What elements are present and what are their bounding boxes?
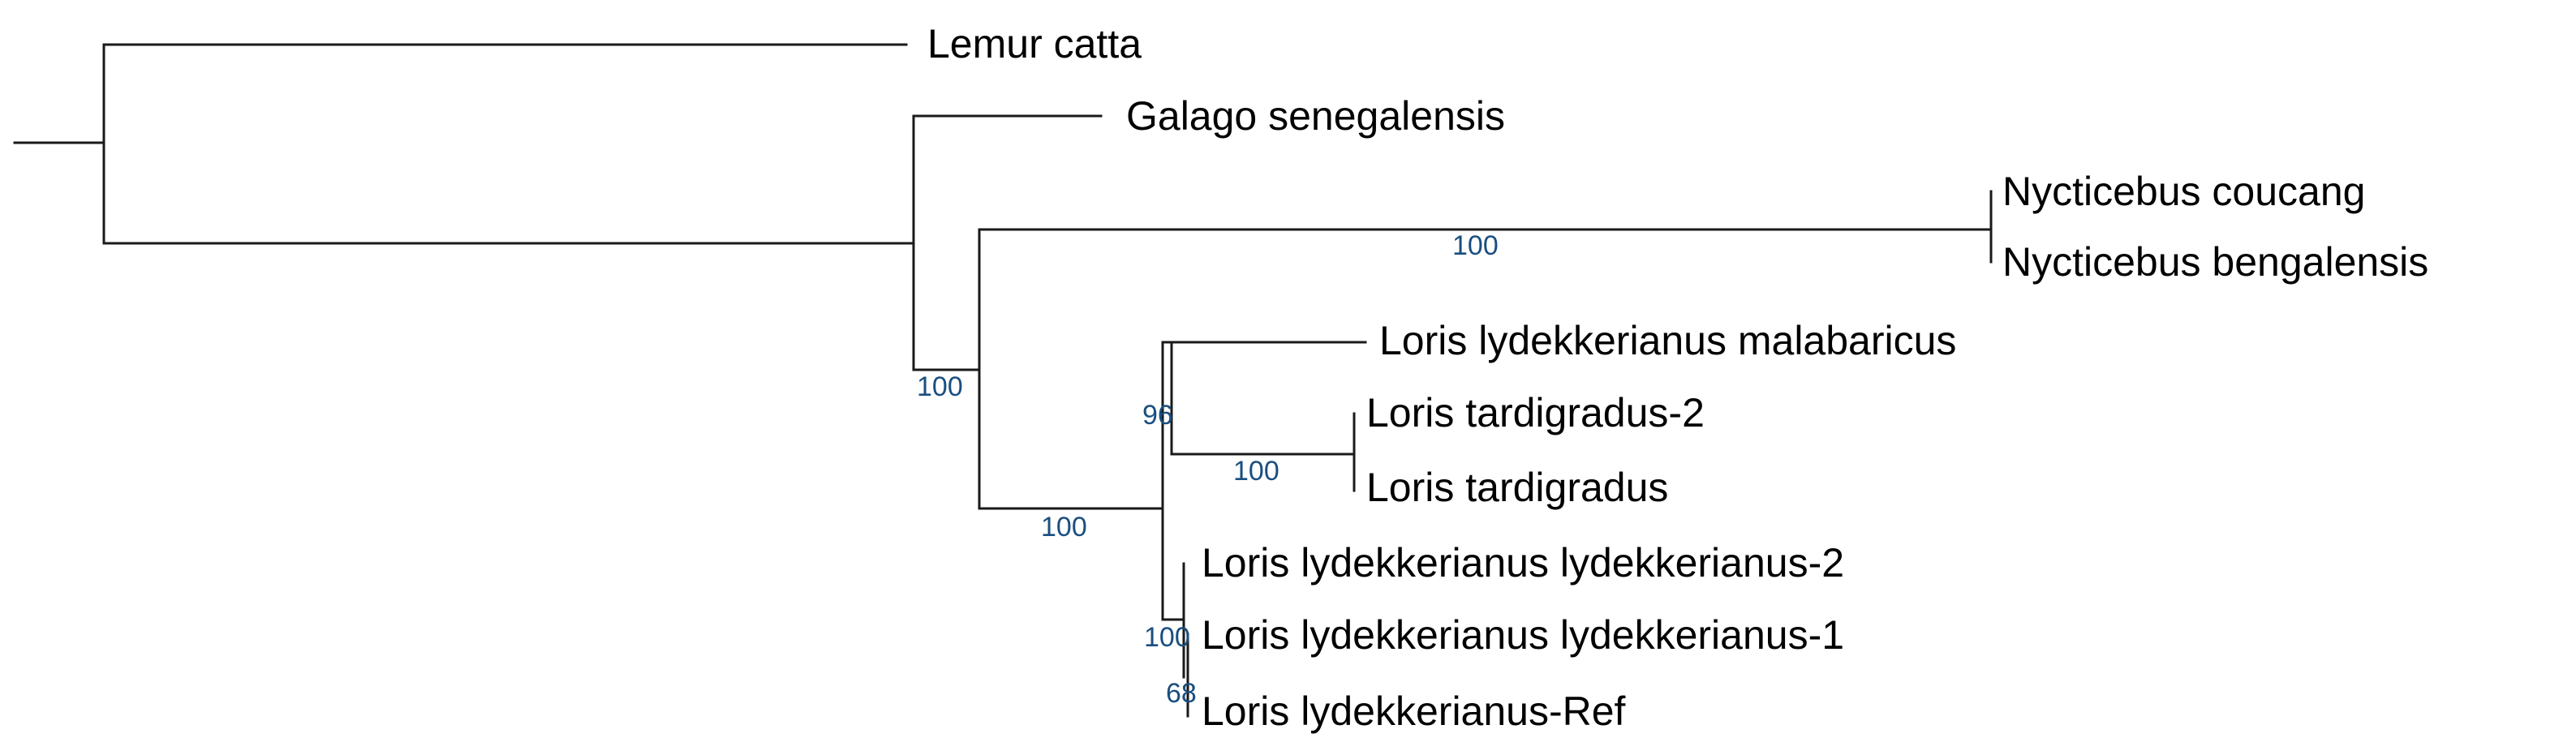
taxon-label: Nycticebus bengalensis bbox=[2002, 239, 2428, 285]
bootstrap-value: 100 bbox=[917, 371, 963, 402]
bootstrap-value: 100 bbox=[1452, 230, 1499, 261]
taxon-label: Galago senegalensis bbox=[1126, 93, 1505, 139]
taxon-labels: Lemur catta Galago senegalensis Nycticeb… bbox=[927, 21, 2428, 734]
bootstrap-value: 100 bbox=[1041, 512, 1087, 543]
bootstrap-value: 68 bbox=[1166, 678, 1197, 709]
taxon-label: Loris lydekkerianus lydekkerianus-1 bbox=[1202, 612, 1844, 658]
taxon-label: Nycticebus coucang bbox=[2002, 169, 2365, 214]
taxon-label: Lemur catta bbox=[927, 21, 1142, 66]
taxon-label: Loris lydekkerianus-Ref bbox=[1202, 689, 1626, 734]
taxon-label: Loris tardigradus bbox=[1366, 465, 1668, 510]
bootstrap-value: 100 bbox=[1233, 456, 1279, 487]
support-values: 100 100 100 96 100 100 68 bbox=[917, 230, 1499, 709]
bootstrap-value: 100 bbox=[1144, 622, 1190, 653]
tree-branches bbox=[13, 43, 1993, 718]
bootstrap-value: 96 bbox=[1142, 400, 1173, 431]
taxon-label: Loris tardigradus-2 bbox=[1366, 390, 1705, 435]
taxon-label: Loris lydekkerianus malabaricus bbox=[1379, 318, 1956, 363]
taxon-label: Loris lydekkerianus lydekkerianus-2 bbox=[1202, 540, 1844, 586]
